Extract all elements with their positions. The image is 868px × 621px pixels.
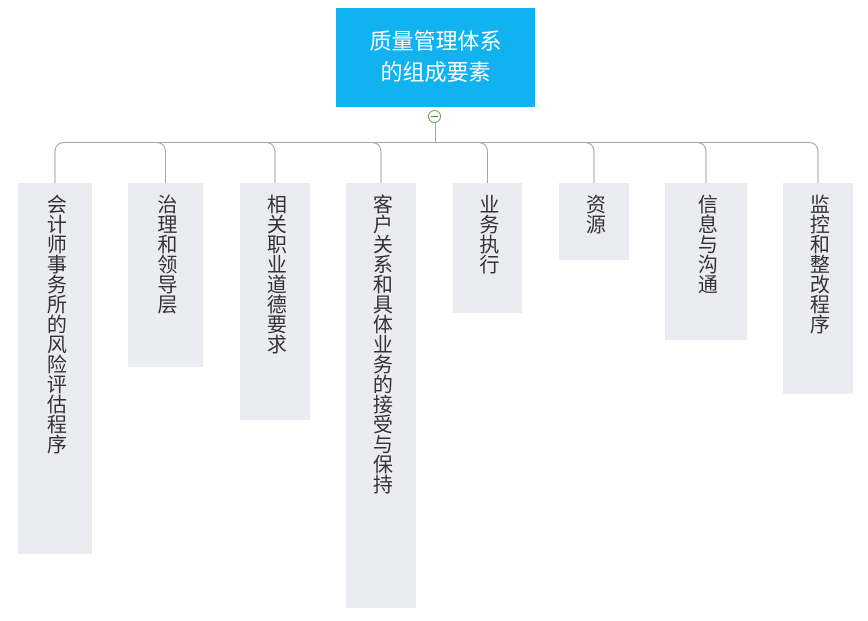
topic-resources[interactable]: 资源 [559,183,629,260]
root-topic[interactable]: 质量管理体系 的组成要素 [336,8,535,107]
branch-line [807,142,819,183]
topic-label: 相关职业道德要求 [263,194,288,354]
topic-label: 客户关系和具体业务的接受与保持 [369,194,394,494]
topic-label: 监控和整改程序 [806,194,831,334]
branch-line [370,142,382,183]
topic-label: 业务执行 [475,194,500,274]
topic-label: 治理和领导层 [153,194,178,314]
topic-risk-assessment[interactable]: 会计师事务所的风险评估程序 [18,183,92,554]
branch-line [583,142,595,183]
root-topic-line-2: 的组成要素 [380,60,491,86]
topic-label: 信息与沟通 [694,194,719,294]
topic-engagement-performance[interactable]: 业务执行 [453,183,522,313]
minus-icon [431,116,438,117]
topic-information-communication[interactable]: 信息与沟通 [665,183,747,340]
branch-line [54,142,66,183]
topic-label: 资源 [582,194,607,234]
collapse-toggle-icon[interactable] [428,110,441,123]
root-topic-line-1: 质量管理体系 [369,29,502,55]
topic-ethics-requirements[interactable]: 相关职业道德要求 [240,183,310,420]
branch-line [477,142,488,183]
topic-label: 会计师事务所的风险评估程序 [43,194,68,454]
branch-line [695,142,707,183]
branch-line [155,142,166,183]
topic-monitoring-remediation[interactable]: 监控和整改程序 [783,183,853,394]
branch-line [264,142,276,183]
topic-client-acceptance[interactable]: 客户关系和具体业务的接受与保持 [346,183,416,608]
topic-governance-leadership[interactable]: 治理和领导层 [128,183,203,367]
